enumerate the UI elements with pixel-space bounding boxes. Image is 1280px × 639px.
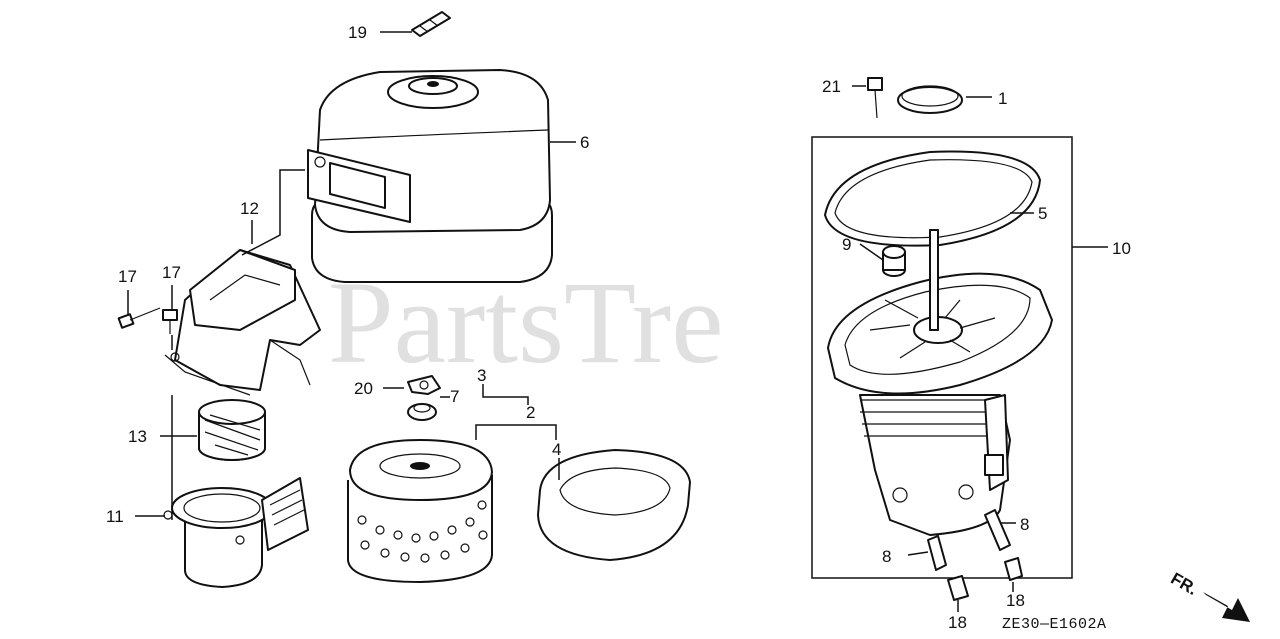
callout-4: 4 (552, 440, 561, 459)
part-12-duct[interactable] (164, 249, 321, 396)
callout-13: 13 (128, 427, 147, 446)
part-18-cap-a[interactable] (947, 575, 969, 601)
part-17-bolt-a[interactable] (117, 307, 161, 329)
diagram-code: ZE30—E1602A (1002, 616, 1107, 633)
callout-2: 2 (526, 403, 535, 422)
callout-20: 20 (354, 379, 373, 398)
callout-7: 7 (450, 387, 459, 406)
callout-17-left: 17 (118, 267, 137, 286)
front-direction-arrow: FR. (1168, 569, 1250, 622)
callout-3: 3 (477, 366, 486, 385)
callout-5: 5 (1038, 204, 1047, 223)
part-8-tube-b[interactable] (927, 535, 947, 571)
part-13-screen[interactable] (198, 399, 266, 461)
callout-1: 1 (998, 89, 1007, 108)
callout-labels: 19 6 12 17 17 13 11 20 7 3 2 4 21 1 5 10… (106, 23, 1131, 632)
callout-21: 21 (822, 77, 841, 96)
part-10-assembly-frame (811, 136, 1073, 579)
callout-12: 12 (240, 199, 259, 218)
part-6-cover[interactable] (307, 69, 553, 283)
part-1-ring[interactable] (897, 85, 963, 114)
part-8-tube-a[interactable] (984, 509, 1011, 551)
callout-19: 19 (348, 23, 367, 42)
part-19-clip[interactable] (411, 11, 451, 37)
callout-11: 11 (106, 507, 124, 526)
part-21-bolt[interactable] (867, 77, 883, 119)
part-4-foam-element[interactable] (537, 449, 691, 561)
part-17-bolt-b[interactable] (162, 309, 178, 334)
callout-18-left: 18 (948, 613, 967, 632)
part-11-case[interactable] (163, 477, 309, 588)
part-9-collar[interactable] (882, 245, 906, 277)
callout-8-left: 8 (882, 547, 891, 566)
callout-6: 6 (580, 133, 589, 152)
callout-18-right: 18 (1006, 591, 1025, 610)
direction-label: FR. (1168, 569, 1201, 599)
callout-8-right: 8 (1020, 515, 1029, 534)
callout-9: 9 (842, 235, 851, 254)
part-20-wing-nut[interactable] (407, 375, 441, 395)
callout-10: 10 (1112, 239, 1131, 258)
part-7-grommet[interactable] (407, 403, 437, 421)
callout-17-right: 17 (162, 263, 181, 282)
part-5-gasket[interactable] (824, 150, 1041, 247)
leader-lines (127, 31, 1108, 612)
part-2-paper-element[interactable] (347, 439, 493, 583)
part-18-cap-b[interactable] (1004, 557, 1023, 581)
air-cleaner-base[interactable] (827, 229, 1053, 536)
